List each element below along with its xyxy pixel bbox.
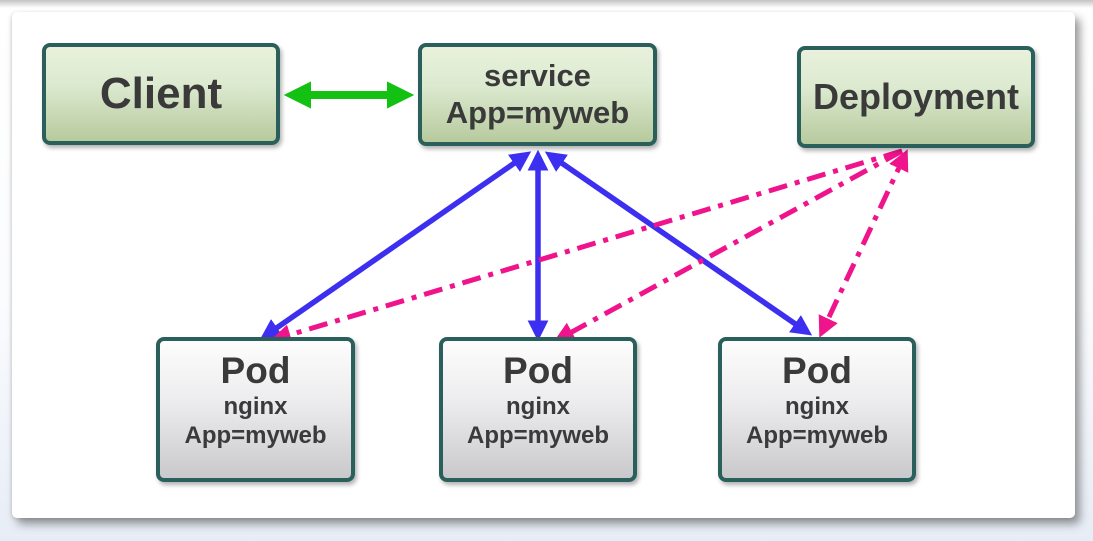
service-label-line2: App=myweb xyxy=(445,94,630,130)
deployment-node: Deployment xyxy=(797,46,1035,148)
pod-1-subtitle-app: App=myweb xyxy=(184,421,327,449)
client-node: Client xyxy=(42,43,280,145)
diagram-canvas: Client service App=myweb Deployment Pod … xyxy=(12,12,1075,518)
pod-node-1: Pod nginx App=myweb xyxy=(156,337,355,482)
edge-service-pod-1 xyxy=(259,151,532,340)
pod-1-subtitle-nginx: nginx xyxy=(223,392,288,420)
service-label-line1: service xyxy=(484,57,591,93)
service-node: service App=myweb xyxy=(418,43,657,146)
edge-deployment-pod-1 xyxy=(269,148,903,345)
pod-2-title: Pod xyxy=(503,350,573,391)
edge-deployment-pod-3 xyxy=(818,149,909,338)
edges-layer xyxy=(259,81,909,345)
pod-3-subtitle-nginx: nginx xyxy=(785,392,849,420)
client-label: Client xyxy=(99,69,223,118)
pod-3-subtitle-app: App=myweb xyxy=(745,421,889,449)
pod-1-title: Pod xyxy=(220,350,291,391)
deployment-label: Deployment xyxy=(812,76,1020,117)
pod-2-subtitle-nginx: nginx xyxy=(506,392,570,420)
pod-node-2: Pod nginx App=myweb xyxy=(439,337,637,482)
pod-node-3: Pod nginx App=myweb xyxy=(718,337,916,482)
pod-2-subtitle-app: App=myweb xyxy=(466,421,610,449)
edge-deployment-pod-2 xyxy=(553,148,904,343)
pod-3-title: Pod xyxy=(782,350,852,391)
edge-service-pod-3 xyxy=(544,151,813,336)
